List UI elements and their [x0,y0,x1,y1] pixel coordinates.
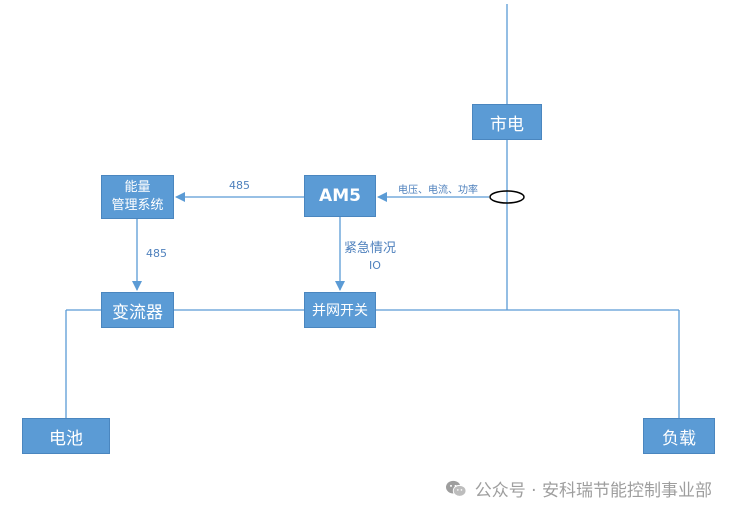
current-transformer-ellipse [489,190,525,204]
grid-node-label: 市电 [490,114,524,135]
pcs-node: 变流器 [101,292,174,328]
am5-node: AM5 [304,175,376,217]
label-io: IO [369,259,381,272]
battery-node-label: 电池 [49,428,83,449]
wechat-icon [445,480,467,497]
grid-node: 市电 [472,104,542,140]
label-emergency: 紧急情况 [344,241,397,256]
grid-switch-node: 并网开关 [304,292,376,328]
battery-node: 电池 [22,418,110,454]
grid-switch-node-label: 并网开关 [312,303,368,319]
ems-node-label-line1: 能量 [124,180,151,195]
load-node: 负载 [643,418,715,454]
watermark: 公众号 · 安科瑞节能控制事业部 [445,476,712,501]
ems-node-label-line2: 管理系统 [111,198,164,213]
load-node-label: 负载 [662,428,696,449]
watermark-text: 公众号 · 安科瑞节能控制事业部 [474,481,712,501]
ems-node: 能量 管理系统 [101,175,174,219]
pcs-node-label: 变流器 [112,302,163,323]
am5-node-label: AM5 [319,186,361,206]
label-ct-to-am5: 电压、电流、功率 [398,185,478,196]
label-am5-to-ems: 485 [229,179,250,192]
label-ems-to-pcs: 485 [146,247,167,260]
